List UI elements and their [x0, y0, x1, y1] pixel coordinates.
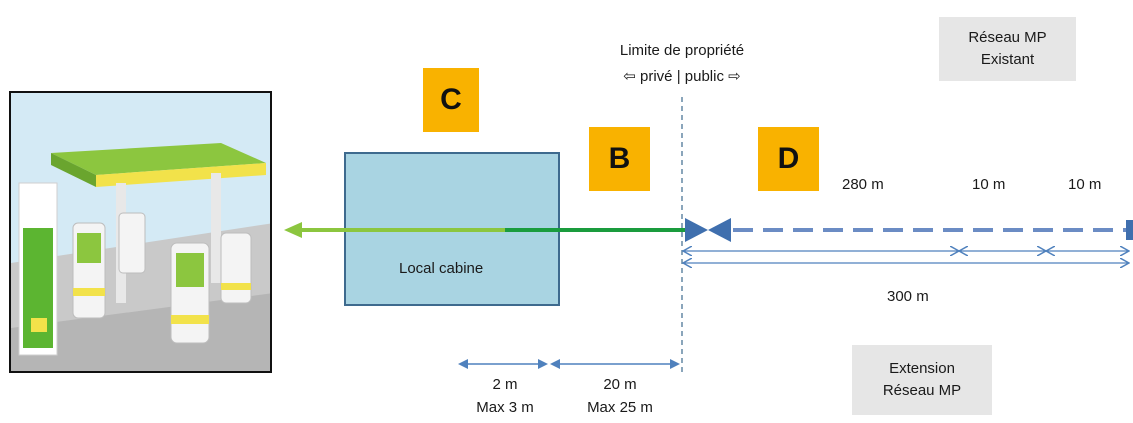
- extension-network-box: Extension Réseau MP: [852, 345, 992, 415]
- local-cabine-label: Local cabine: [399, 260, 484, 277]
- valve-icon: [685, 218, 731, 242]
- gas-station-illustration: [9, 91, 272, 373]
- extension-network-line2: Réseau MP: [882, 382, 962, 399]
- extension-network-line1: Extension: [889, 360, 955, 377]
- existing-network-line1: Réseau MP: [968, 29, 1047, 46]
- label-280m: 280 m: [842, 176, 884, 193]
- property-limit-sides: ⇦ privé | public ⇨: [623, 68, 741, 85]
- label-c-max: Max 3 m: [476, 399, 534, 416]
- label-c-distance: 2 m: [492, 376, 518, 393]
- label-b-max: Max 25 m: [587, 399, 653, 416]
- label-10m-b: 10 m: [1068, 176, 1102, 193]
- gas-station-icon: [11, 93, 270, 371]
- property-limit-title: Limite de propriété: [619, 42, 745, 59]
- pipe-end-cap: [1126, 220, 1133, 240]
- badge-b: B: [589, 127, 650, 191]
- pipe-arrowhead: [284, 222, 302, 238]
- label-b-distance: 20 m: [603, 376, 637, 393]
- badge-d: D: [758, 127, 819, 191]
- label-300m: 300 m: [887, 288, 929, 305]
- label-10m-a: 10 m: [972, 176, 1006, 193]
- existing-network-box: Réseau MP Existant: [939, 17, 1076, 81]
- existing-network-line2: Existant: [980, 51, 1035, 68]
- badge-c: C: [423, 68, 479, 132]
